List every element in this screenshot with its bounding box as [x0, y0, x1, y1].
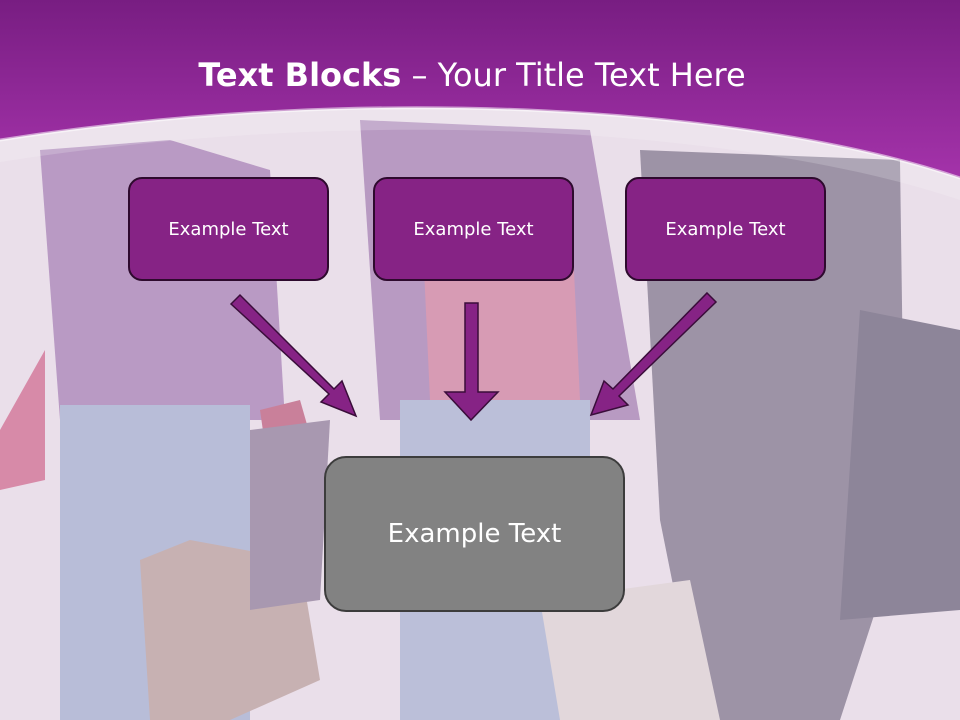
text-block-1-label: Example Text [168, 218, 289, 240]
slide-title: Text Blocks – Your Title Text Here [0, 52, 944, 98]
arrow-down-right-icon [229, 293, 358, 418]
header-band [0, 0, 960, 200]
text-block-2-label: Example Text [413, 218, 534, 240]
text-block-1[interactable]: Example Text [128, 177, 329, 281]
title-dash: – [401, 56, 438, 94]
text-block-2[interactable]: Example Text [373, 177, 574, 281]
title-bold: Text Blocks [198, 56, 402, 94]
title-rest: Your Title Text Here [437, 56, 746, 94]
center-text-block[interactable]: Example Text [324, 456, 625, 612]
center-text-block-label: Example Text [387, 519, 562, 549]
arrow-down-left-icon [589, 291, 718, 417]
arrow-down-icon [443, 302, 500, 422]
text-block-3[interactable]: Example Text [625, 177, 826, 281]
text-block-3-label: Example Text [665, 218, 786, 240]
